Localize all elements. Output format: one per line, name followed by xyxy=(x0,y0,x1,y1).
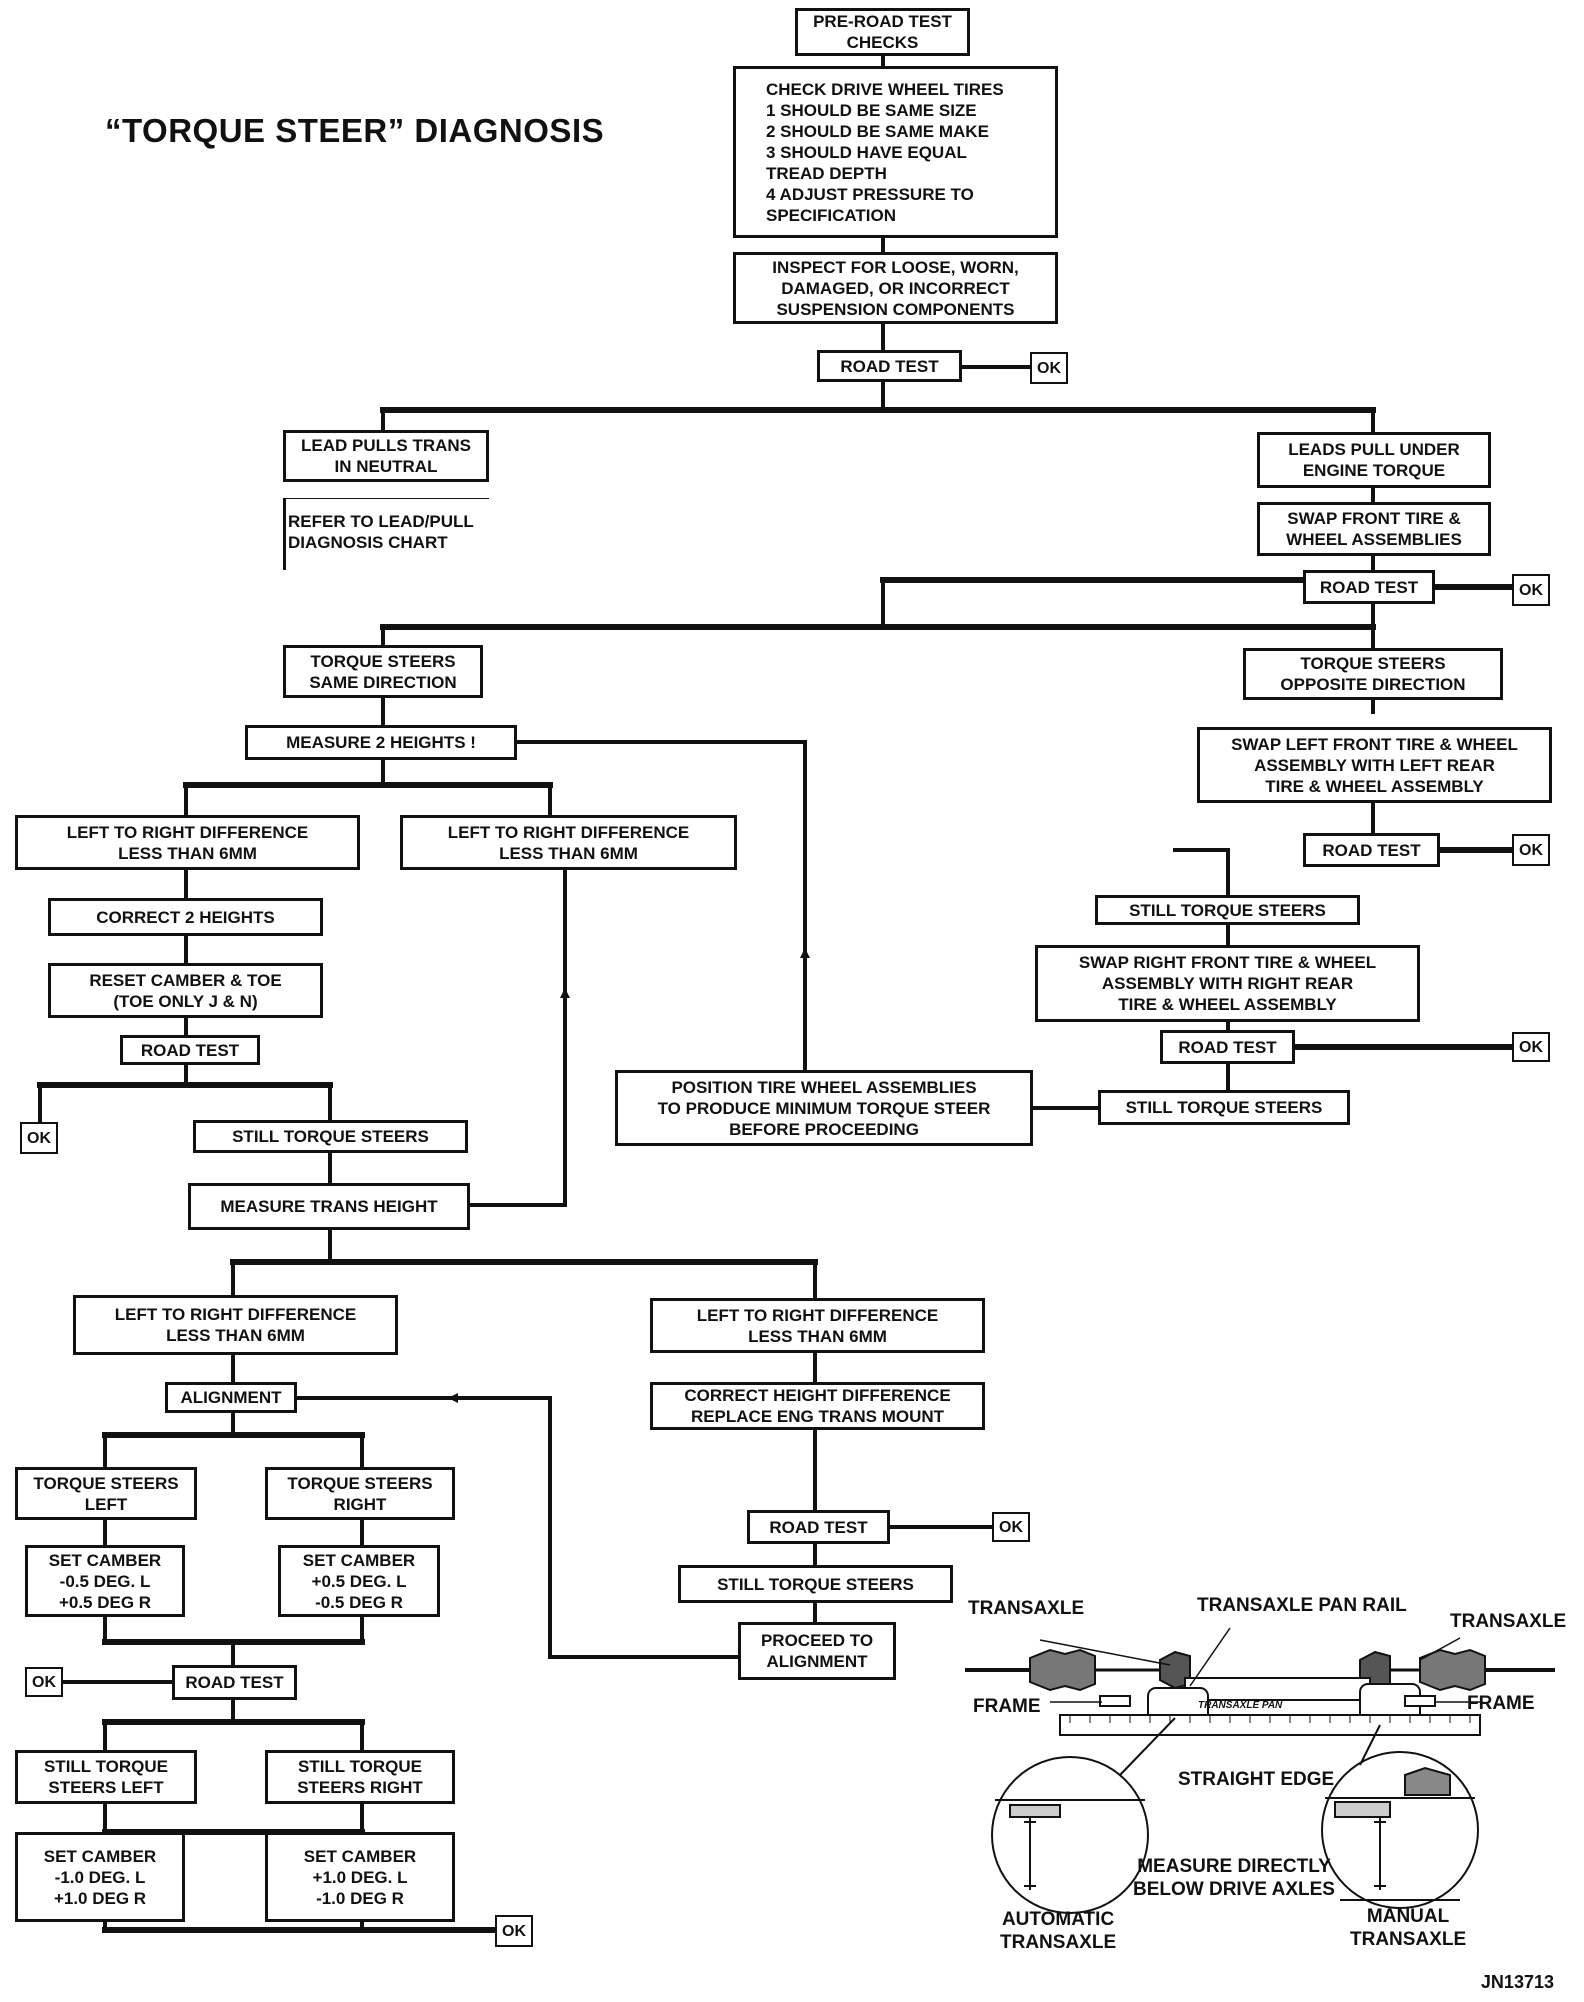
diff-less-box-b: LEFT TO RIGHT DIFFERENCE LESS THAN 6mm xyxy=(400,815,737,870)
torque-right-box: TORQUE STEERS RIGHT xyxy=(265,1467,455,1520)
label-straight-edge: STRAIGHT EDGE xyxy=(1178,1769,1335,1790)
set-camber-box: SET CAMBER -1.0 DEG. L +1.0 DEG R xyxy=(15,1832,185,1922)
check-tires-box: CHECK DRIVE WHEEL TIRES 1 SHOULD BE SAME… xyxy=(733,66,1058,238)
lead-neutral-box: LEAD PULLS TRANS IN NEUTRAL xyxy=(283,430,489,482)
same-direction-box: TORQUE STEERS SAME DIRECTION xyxy=(283,645,483,698)
set-camber-box: SET CAMBER -0.5 DEG. L +0.5 DEG R xyxy=(25,1545,185,1617)
ok-box: OK xyxy=(495,1915,533,1947)
label-measure-directly: MEASURE DIRECTLY BELOW DRIVE AXLES xyxy=(1133,1856,1335,1900)
ok-box: OK xyxy=(20,1122,58,1154)
ok-box: OK xyxy=(992,1512,1030,1542)
proceed-alignment-box: PROCEED TO ALIGNMENT xyxy=(738,1622,896,1680)
swap-right-box: SWAP RIGHT FRONT TIRE & WHEEL ASSEMBLY W… xyxy=(1035,945,1420,1022)
still-right-box: STILL TORQUE STEERS RIGHT xyxy=(265,1750,455,1804)
label-frame-right: FRAME xyxy=(1467,1693,1535,1714)
ok-box: OK xyxy=(1512,574,1550,606)
road-test-box: ROAD TEST xyxy=(1160,1030,1295,1064)
label-frame-left: FRAME xyxy=(973,1696,1041,1717)
ok-box: OK xyxy=(1512,834,1550,866)
measure-trans-box: MEASURE TRANS HEIGHT xyxy=(188,1183,470,1230)
label-automatic: AUTOMATIC TRANSAXLE xyxy=(1000,1909,1117,1953)
label-transaxle-left: TRANSAXLE xyxy=(968,1598,1085,1619)
label-manual: MANUAL TRANSAXLE xyxy=(1350,1906,1467,1950)
ok-box: OK xyxy=(1512,1032,1550,1062)
pre-road-test-box: PRE-ROAD TEST CHECKS xyxy=(795,8,970,56)
road-test-box: ROAD TEST xyxy=(1303,570,1435,604)
still-torque-box: STILL TORQUE STEERS xyxy=(678,1565,953,1603)
road-test-box: ROAD TEST xyxy=(1303,833,1440,867)
correct-heights-box: CORRECT 2 HEIGHTS xyxy=(48,898,323,936)
refer-chart-note: REFER TO LEAD/PULL DIAGNOSIS CHART xyxy=(283,498,489,570)
measure-heights-box: MEASURE 2 HEIGHTS ! xyxy=(245,725,517,760)
label-transaxle-right: TRANSAXLE xyxy=(1450,1611,1567,1632)
ok-box: OK xyxy=(25,1667,63,1697)
still-torque-box: STILL TORQUE STEERS xyxy=(193,1120,468,1153)
label-pan-rail-small: TRANSAXLE PAN xyxy=(1198,1700,1283,1711)
still-torque-box: STILL TORQUE STEERS xyxy=(1095,895,1360,925)
diff-less-box-a: LEFT TO RIGHT DIFFERENCE LESS THAN 6mm xyxy=(15,815,360,870)
diff-less-box-d: LEFT TO RIGHT DIFFERENCE LESS THAN 6mm xyxy=(650,1298,985,1353)
road-test-box: ROAD TEST xyxy=(817,350,962,382)
opposite-direction-box: TORQUE STEERS OPPOSITE DIRECTION xyxy=(1243,648,1503,700)
position-tires-box: POSITION TIRE WHEEL ASSEMBLIES TO PRODUC… xyxy=(615,1070,1033,1146)
alignment-box: ALIGNMENT xyxy=(165,1382,297,1413)
correct-height-box: CORRECT HEIGHT DIFFERENCE REPLACE ENG TR… xyxy=(650,1382,985,1430)
reset-camber-box: RESET CAMBER & TOE (TOE ONLY J & N) xyxy=(48,963,323,1018)
road-test-box: ROAD TEST xyxy=(747,1510,890,1544)
road-test-box: ROAD TEST xyxy=(172,1665,297,1700)
transaxle-measurement-illustration xyxy=(965,1627,1555,1914)
still-left-box: STILL TORQUE STEERS LEFT xyxy=(15,1750,197,1804)
swap-front-box: SWAP FRONT TIRE & WHEEL ASSEMBLIES xyxy=(1257,502,1491,556)
inspect-box: INSPECT FOR LOOSE, WORN, DAMAGED, OR INC… xyxy=(733,252,1058,324)
set-camber-box: SET CAMBER +0.5 DEG. L -0.5 DEG R xyxy=(278,1545,440,1617)
figure-code: JN13713 xyxy=(1480,1972,1554,1992)
label-pan-rail: TRANSAXLE PAN RAIL xyxy=(1197,1595,1407,1616)
still-torque-box: STILL TORQUE STEERS xyxy=(1098,1090,1350,1125)
ok-box: OK xyxy=(1030,352,1068,384)
swap-left-box: SWAP LEFT FRONT TIRE & WHEEL ASSEMBLY WI… xyxy=(1197,727,1552,803)
leads-torque-box: LEADS PULL UNDER ENGINE TORQUE xyxy=(1257,432,1491,488)
set-camber-box: SET CAMBER +1.0 DEG. L -1.0 DEG R xyxy=(265,1832,455,1922)
torque-left-box: TORQUE STEERS LEFT xyxy=(15,1467,197,1520)
diff-less-box-c: LEFT TO RIGHT DIFFERENCE LESS THAN 6mm xyxy=(73,1295,398,1355)
chart-title: “TORQUE STEER” DIAGNOSIS xyxy=(105,112,605,149)
road-test-box: ROAD TEST xyxy=(120,1035,260,1065)
